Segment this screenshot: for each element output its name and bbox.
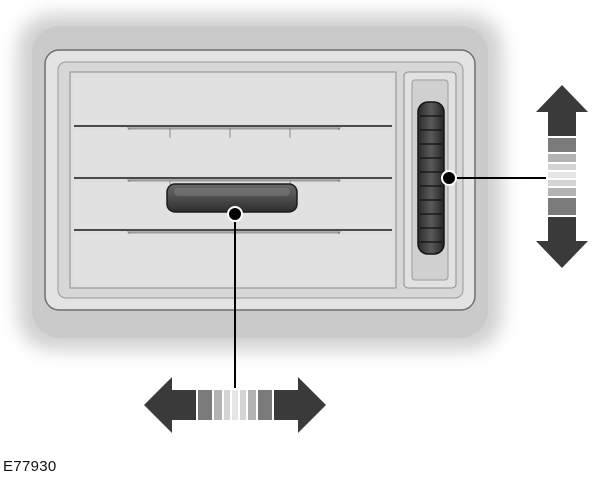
figure-id-label: E77930 bbox=[3, 458, 57, 475]
thumbwheel-ridges bbox=[420, 115, 442, 243]
louver-slat bbox=[74, 234, 392, 284]
horizontal-adjust-knob[interactable] bbox=[166, 183, 298, 213]
left-right-arrow-icon bbox=[144, 377, 326, 433]
vertical-adjust-thumbwheel[interactable] bbox=[417, 101, 445, 255]
knob-leader bbox=[227, 206, 243, 388]
thumbwheel-leader bbox=[441, 170, 546, 186]
up-down-arrow-icon bbox=[536, 85, 588, 268]
